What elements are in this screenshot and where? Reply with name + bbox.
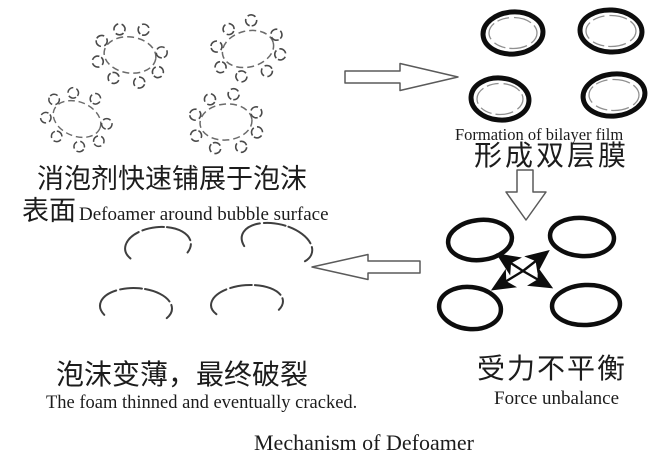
stage-spread-bubble-clusters bbox=[30, 5, 294, 162]
arrow-left-icon bbox=[311, 253, 421, 281]
cracked-bubble-icon bbox=[210, 284, 284, 316]
spread-label-row: 表面 Defoamer around bubble surface bbox=[22, 196, 329, 226]
stage-cracked-foam-arcs bbox=[99, 221, 314, 320]
figure-caption: Mechanism of Defoamer bbox=[254, 430, 474, 455]
spread-label-en: Defoamer around bubble surface bbox=[79, 204, 329, 225]
bilayer-bubble-icon bbox=[577, 7, 645, 55]
force-cross-arrows-icon bbox=[490, 250, 554, 291]
bilayer-bubble-icon bbox=[480, 9, 546, 57]
bilayer-label-cn: 形成双层膜 bbox=[474, 141, 630, 172]
force-bubble-icon bbox=[549, 282, 623, 328]
force-bubble-icon bbox=[445, 217, 515, 263]
bubble-cluster-icon bbox=[201, 5, 294, 91]
bilayer-bubble-icon bbox=[468, 75, 532, 123]
arrow-right-icon bbox=[344, 62, 459, 92]
force-bubble-icon bbox=[547, 215, 617, 259]
cracked-bubble-icon bbox=[240, 221, 314, 263]
force-bubble-icon bbox=[436, 284, 504, 332]
bubble-cluster-icon bbox=[30, 74, 124, 162]
bilayer-bubble-icon bbox=[580, 71, 648, 119]
crack-label-en: The foam thinned and eventually cracked. bbox=[46, 393, 358, 413]
bilayer-label-en: Formation of bilayer film bbox=[455, 125, 624, 144]
force-label-en: Force unbalance bbox=[494, 388, 620, 409]
spread-label-cn: 消泡剂快速铺展于泡沫 bbox=[37, 164, 307, 194]
bubble-cluster-icon bbox=[86, 14, 173, 94]
spread-label-cn2: 表面 bbox=[22, 196, 76, 226]
stage-force-bubbles bbox=[436, 215, 623, 332]
force-label-cn: 受力不平衡 bbox=[477, 354, 628, 385]
arrow-down-icon bbox=[505, 169, 547, 221]
cracked-bubble-icon bbox=[99, 287, 173, 320]
cracked-bubble-icon bbox=[124, 225, 192, 260]
bubble-cluster-icon bbox=[183, 83, 267, 159]
stage-bilayer-bubbles bbox=[468, 7, 648, 123]
crack-label-cn: 泡沫变薄，最终破裂 bbox=[56, 360, 309, 391]
